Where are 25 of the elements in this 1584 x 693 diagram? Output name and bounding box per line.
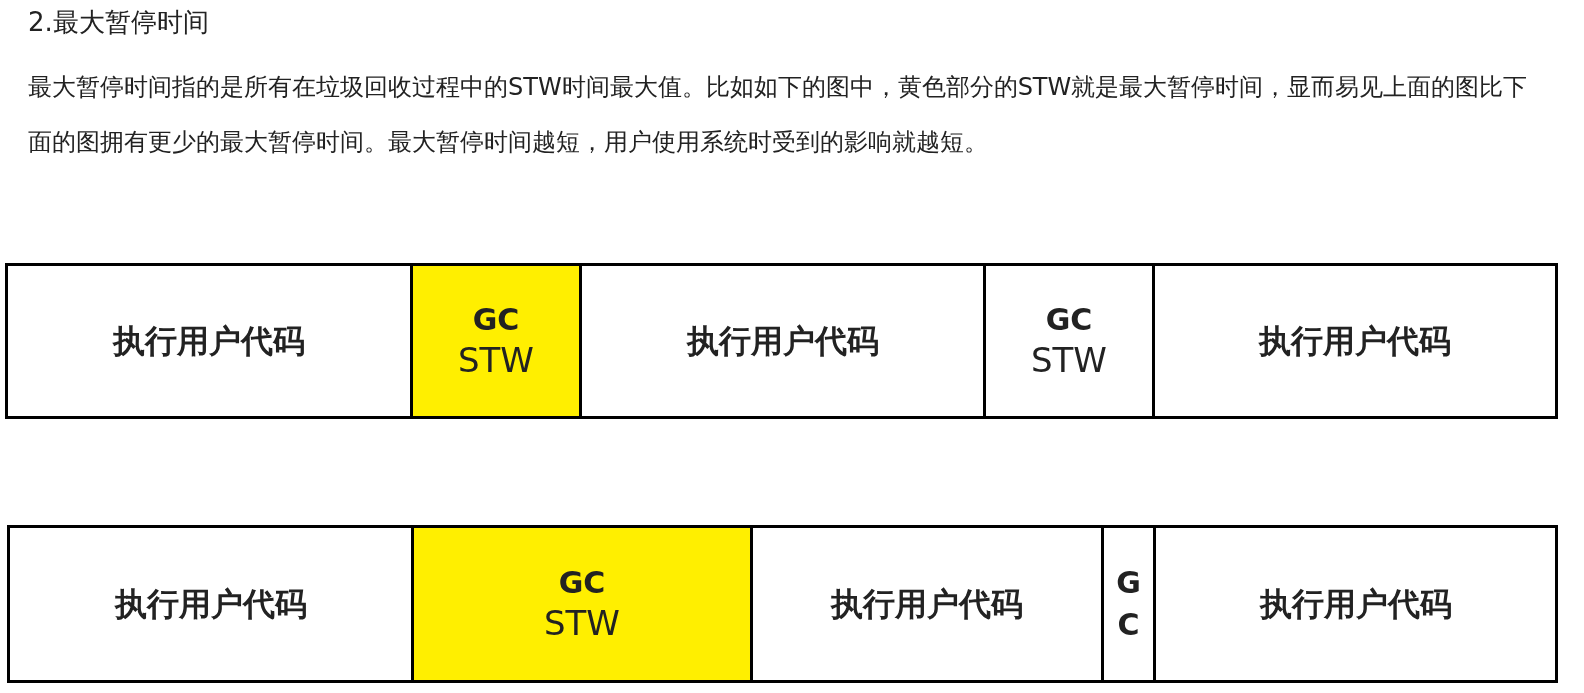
- timeline-segment: [5, 263, 413, 419]
- timeline-segment: [1153, 525, 1558, 683]
- segment-label: 执行用户代码: [1259, 584, 1452, 625]
- segment-label: STW: [458, 339, 534, 381]
- segment-label: 执行用户代码: [686, 321, 879, 362]
- segment-label: GC: [558, 564, 606, 602]
- segment-label: 执行用户代码: [1259, 321, 1451, 362]
- segment-label: GC: [1115, 564, 1142, 644]
- segment-label: STW: [544, 602, 620, 644]
- timeline-segment: [983, 263, 1155, 419]
- segment-label: STW: [1031, 339, 1107, 381]
- segment-label: 执行用户代码: [831, 584, 1023, 625]
- segment-label: 执行用户代码: [113, 321, 305, 362]
- segment-label: GC: [472, 301, 520, 339]
- timeline-segment: [579, 263, 986, 419]
- segment-label: 执行用户代码: [114, 584, 307, 625]
- timeline-segment: [750, 525, 1104, 683]
- timeline-segment: [411, 525, 753, 683]
- paragraph: 最大暂停时间指的是所有在垃圾回收过程中的STW时间最大值。比如如下的图中，黄色部分的STW就是最大暂停时间，显而易见上面的图比下面的图拥有更少的最大暂停时间。最大暂停时间越短，用户使用系统时受到的影响就越短。: [28, 72, 1528, 158]
- segment-label: GC: [1045, 301, 1093, 339]
- timeline-segment: [7, 525, 414, 683]
- timeline-segment: [410, 263, 582, 419]
- timeline-segment: [1101, 525, 1156, 683]
- section-heading: 2.最大暂停时间: [28, 6, 209, 39]
- timeline-segment: [1152, 263, 1558, 419]
